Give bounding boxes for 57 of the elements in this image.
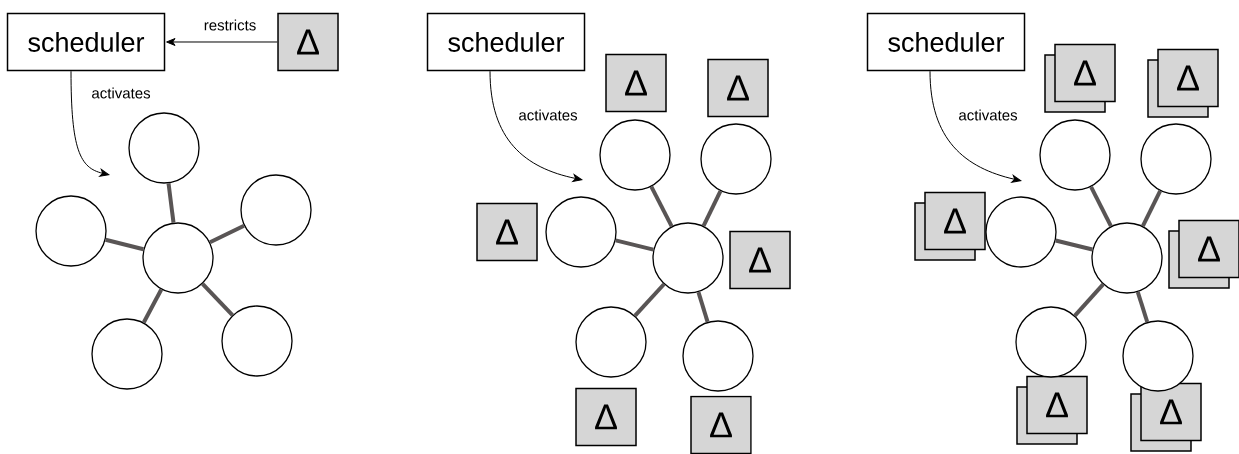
connector-line [701,190,723,227]
circle [1122,320,1194,392]
circle [682,320,754,392]
connector-line [166,183,176,223]
arrow [166,38,278,46]
circle [1091,222,1163,294]
circle [700,123,772,195]
connector-line [1141,190,1162,227]
delta-box: Δ [605,53,667,113]
circle [545,196,617,268]
connector-line [105,237,144,252]
connector-line [209,223,245,245]
curved-arrow [70,70,110,177]
delta-box: Δ [690,395,752,454]
connector-line [1135,291,1150,323]
scheduler-box: scheduler [426,12,586,72]
delta-box: Δ [729,230,791,290]
circle [1015,306,1087,378]
connector-line [1055,238,1093,252]
connector-line [1089,185,1113,228]
edge-label: activates [90,86,152,100]
circle [128,112,200,184]
connector-line [633,282,666,318]
circle [142,222,214,294]
circle [1039,119,1111,191]
edge-label: restricts [202,18,258,32]
circle [1140,123,1212,195]
stacked-delta-box: Δ [1130,382,1202,452]
connector-line [696,291,710,323]
stacked-delta-box: Δ [1168,219,1239,289]
circle [35,195,107,267]
scheduler-box: scheduler [866,12,1026,72]
curved-arrow [929,70,1022,183]
delta-box: Δ [575,387,637,447]
connector-line [1073,283,1105,317]
circle [575,306,647,378]
circle [985,196,1057,268]
circle [91,318,163,390]
connector-line [141,288,164,324]
delta-box: Δ [277,12,339,72]
circle [240,174,312,246]
stacked-delta-box: Δ [1147,48,1219,118]
edge-label: activates [517,108,579,122]
stacked-delta-box: Δ [914,191,986,261]
connector-line [649,185,674,228]
circle [221,305,293,377]
connector-line [201,282,234,317]
scheduler-box: scheduler [6,12,166,72]
circle [652,222,724,294]
stacked-delta-box: Δ [1016,375,1088,445]
curved-arrow [489,70,583,182]
stacked-delta-box: Δ [1044,43,1116,113]
delta-box: Δ [707,58,769,118]
edge-label: activates [957,108,1019,122]
delta-box: Δ [476,202,538,262]
connector-line [615,238,654,252]
circle [599,119,671,191]
